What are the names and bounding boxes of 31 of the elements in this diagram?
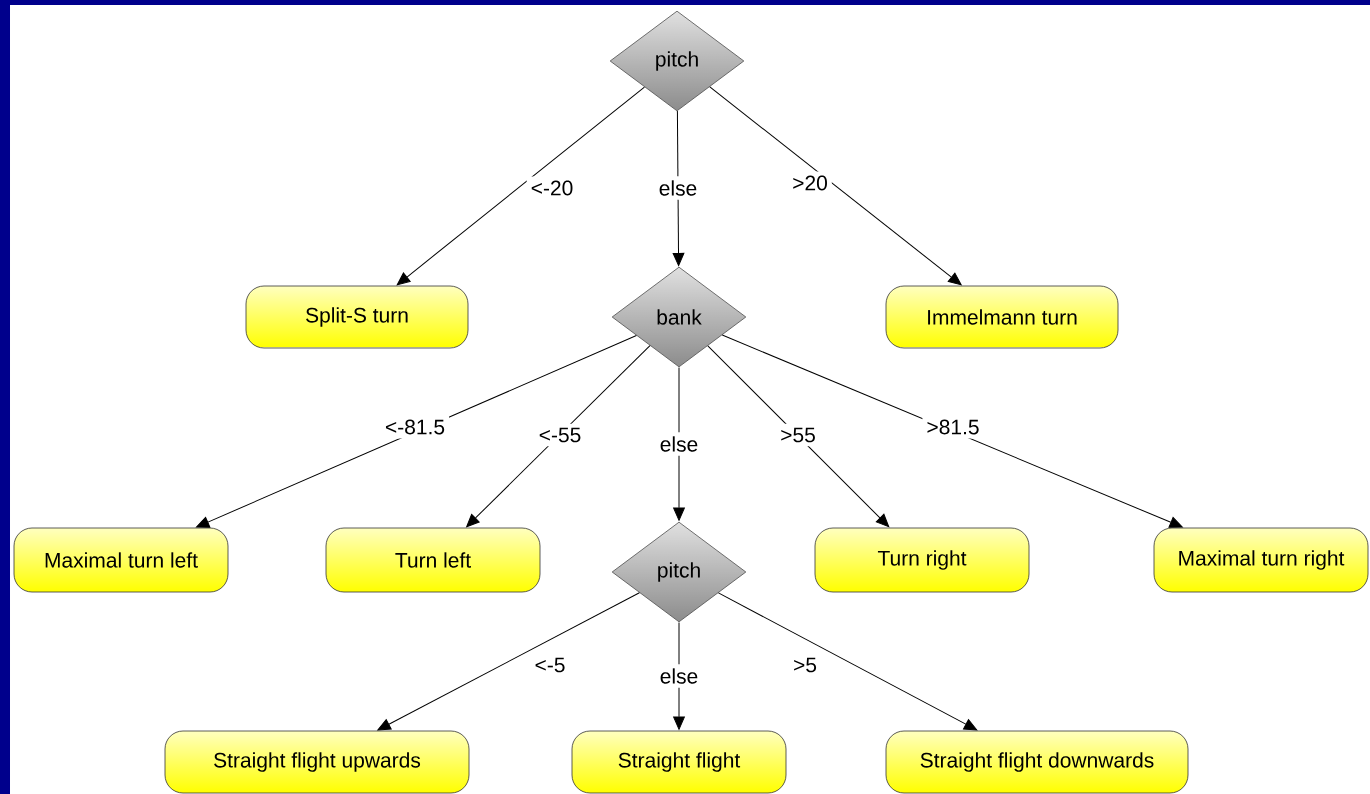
arrow xyxy=(717,592,978,731)
outcome-box: Turn left xyxy=(325,527,541,593)
arrow xyxy=(377,592,640,731)
outcome-box: Straight flight downwards xyxy=(885,730,1189,794)
outcome-box: Split-S turn xyxy=(245,285,469,349)
arrow xyxy=(196,335,637,528)
arrow xyxy=(396,86,645,286)
edge-label: else xyxy=(655,664,703,688)
edge-label: >20 xyxy=(788,171,832,195)
outcome-box: Immelmann turn xyxy=(885,285,1119,349)
arrow xyxy=(673,621,685,730)
arrow xyxy=(672,110,685,267)
edge-label: <-20 xyxy=(526,176,578,200)
arrow xyxy=(673,366,685,521)
edge-label: else xyxy=(655,432,703,456)
edge-label: <-55 xyxy=(534,423,586,447)
edge-label: >55 xyxy=(776,423,820,447)
arrow xyxy=(709,86,962,286)
edge-label: <-81.5 xyxy=(380,415,450,439)
outcome-box: Straight flight upwards xyxy=(164,730,470,794)
arrow xyxy=(721,334,1183,528)
arrow xyxy=(466,345,651,528)
edge-label: else xyxy=(654,176,702,200)
edge-label: <-5 xyxy=(530,653,570,677)
edge-label: >5 xyxy=(789,653,821,677)
edge-label: >81.5 xyxy=(922,415,984,439)
arrow xyxy=(707,345,890,528)
outcome-box: Straight flight xyxy=(571,730,787,794)
outcome-box: Maximal turn right xyxy=(1153,527,1369,593)
outcome-box: Turn right xyxy=(814,527,1030,593)
outcome-box: Maximal turn left xyxy=(13,527,229,593)
